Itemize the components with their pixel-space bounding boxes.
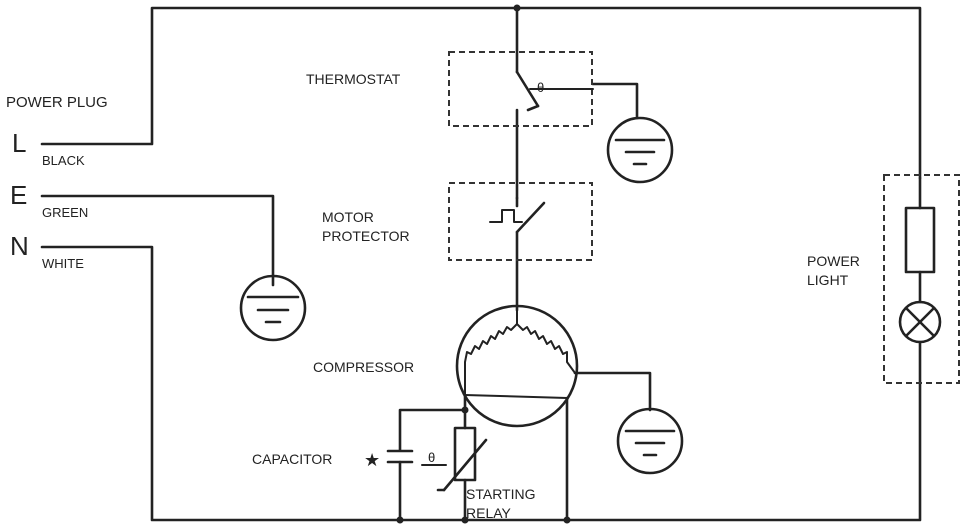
thermostat-switch-blade (515, 70, 540, 108)
wires (40, 6, 922, 522)
junction-dots (396, 4, 571, 524)
thermostat-label: THERMOSTAT (306, 71, 401, 87)
green-label: GREEN (42, 205, 88, 220)
compressor-motor-circle (455, 304, 579, 428)
motor-protector-box (448, 182, 593, 261)
relay-label: RELAY (466, 505, 512, 521)
ground-symbol-thermostat (606, 116, 674, 184)
line-letter: L (12, 128, 26, 158)
power-plug-label: POWER PLUG (6, 94, 108, 111)
light-label: LIGHT (807, 272, 849, 288)
neutral-letter: N (10, 231, 29, 261)
bimetal-symbol (489, 209, 523, 223)
compressor (455, 304, 579, 428)
power-label: POWER (807, 253, 860, 269)
thermostat: θ (448, 51, 594, 127)
compressor-label: COMPRESSOR (313, 359, 414, 375)
protector-label: PROTECTOR (322, 228, 410, 244)
motor-protector (448, 182, 593, 261)
ground-symbol-earth (239, 274, 307, 342)
white-label: WHITE (42, 256, 84, 271)
neutral-wire (40, 245, 922, 522)
power-light-box (883, 174, 960, 384)
starting-label: STARTING (466, 486, 536, 502)
starting-relay: θ (421, 426, 488, 492)
protector-switch-blade (515, 201, 546, 234)
power-light-resistor (904, 206, 936, 274)
power-light-lamp (898, 300, 942, 344)
relay-theta: θ (428, 450, 435, 465)
black-label: BLACK (42, 153, 85, 168)
earth-wire (40, 194, 275, 287)
earth-letter: E (10, 180, 27, 210)
motor-label: MOTOR (322, 209, 374, 225)
thermostat-theta: θ (537, 80, 544, 95)
capacitor-label: CAPACITOR (252, 451, 332, 467)
line-wire (40, 6, 922, 180)
capacitor-asterisk: ★ (364, 450, 380, 470)
relay-ptc-slash (442, 438, 488, 492)
ground-symbol-compressor (616, 407, 684, 475)
capacitor (386, 449, 414, 464)
power-light (883, 174, 960, 384)
